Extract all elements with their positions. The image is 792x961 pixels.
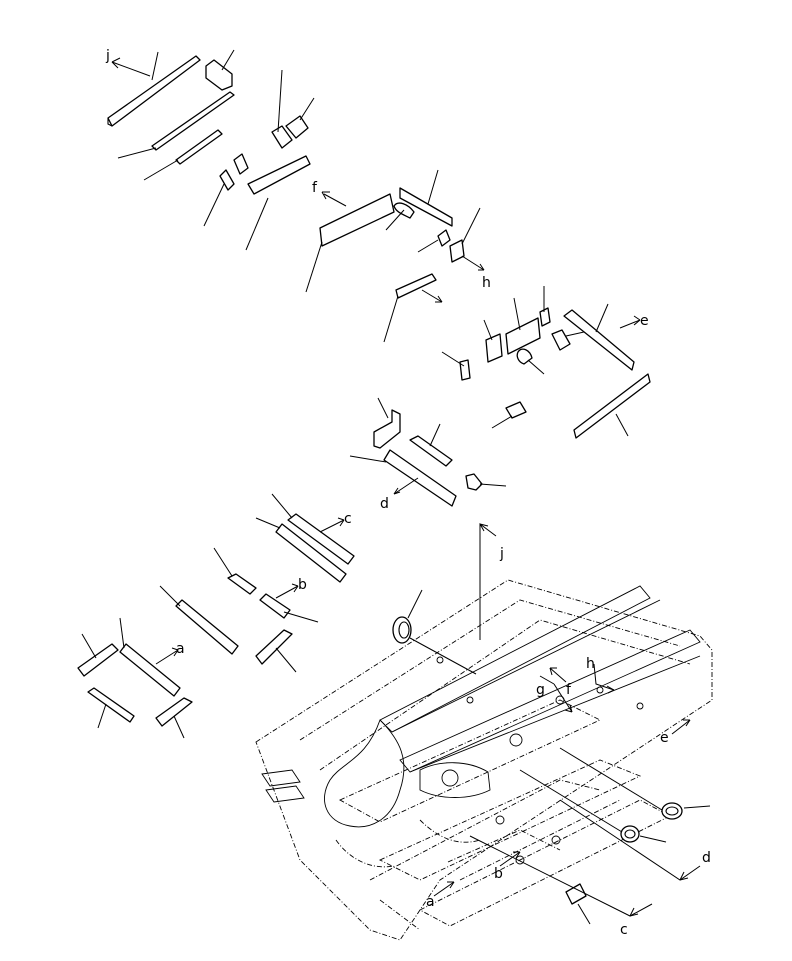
letter-a-frame: a	[426, 894, 435, 910]
strip-cover-2	[175, 129, 223, 165]
cover-group-e: e	[441, 286, 651, 439]
letter-j-frame: j	[499, 546, 504, 562]
tiny-tab	[459, 359, 471, 381]
long-plate-e1	[563, 309, 635, 371]
letter-f-frame: f	[566, 682, 572, 698]
bracket-small-2	[219, 169, 235, 191]
small-block-d	[465, 473, 483, 491]
bent-strip-a	[87, 687, 135, 723]
long-plate-d	[383, 449, 457, 507]
reference-arrows: j d c b a g f h e	[426, 523, 711, 938]
plate-c2	[275, 523, 347, 583]
letter-j-top: j	[105, 48, 110, 64]
cover-group-d: d	[349, 397, 507, 512]
angled-bracket	[395, 273, 437, 299]
ring-seal-right	[661, 802, 683, 820]
cover-group-f: f h	[305, 169, 491, 343]
end-cover	[205, 59, 233, 91]
ring-seal-upper	[392, 616, 412, 644]
angled-plate-a	[155, 697, 193, 727]
strip-d1	[409, 435, 453, 467]
cover-group-j: j	[105, 48, 315, 251]
long-cover-plate	[107, 55, 201, 127]
long-plate-e2	[573, 373, 651, 439]
small-block	[285, 115, 309, 139]
plate-c1	[287, 513, 355, 565]
letter-b-mid: b	[298, 577, 307, 593]
bracket-small	[233, 153, 249, 175]
strip-cover-1	[151, 91, 235, 151]
bent-plate	[247, 155, 311, 195]
chassis-frame	[255, 579, 713, 941]
long-plate-a	[119, 643, 181, 697]
small-square	[449, 239, 465, 263]
cover-group-a: a	[77, 617, 193, 739]
letter-d-mid: d	[380, 496, 389, 512]
wide-plate-f	[319, 193, 395, 247]
plate-b	[259, 593, 291, 619]
ring-seals	[392, 589, 711, 925]
letter-e-frame: e	[660, 730, 669, 746]
letter-c-frame: c	[620, 922, 628, 938]
letter-g-frame: g	[536, 682, 545, 698]
letter-b-frame: b	[494, 866, 503, 882]
small-plate-b	[227, 573, 257, 595]
small-tab	[539, 307, 551, 327]
l-bracket-d	[373, 409, 401, 449]
small-cap	[437, 229, 451, 247]
ring-seal-lower	[620, 825, 640, 843]
cover-group-b: b	[159, 547, 319, 673]
letter-e-top: e	[640, 313, 649, 329]
small-square-pad	[565, 883, 587, 905]
long-plate-b	[175, 599, 239, 655]
cover-group-c: c	[255, 493, 355, 583]
angled-plate-b	[255, 629, 293, 665]
letter-h-top: h	[482, 275, 491, 291]
side-plate	[399, 187, 453, 227]
plate-pair-left	[485, 333, 503, 363]
small-square-e	[505, 401, 527, 419]
letter-d-frame: d	[702, 850, 711, 866]
bracket-hook	[551, 329, 571, 351]
letter-a-mid: a	[176, 641, 185, 657]
letter-c-mid: c	[344, 511, 352, 527]
square-plate-a	[77, 643, 119, 677]
plate-pair-mid	[505, 317, 541, 355]
letter-f-top: f	[312, 180, 318, 196]
letter-h-frame: h	[586, 656, 595, 672]
